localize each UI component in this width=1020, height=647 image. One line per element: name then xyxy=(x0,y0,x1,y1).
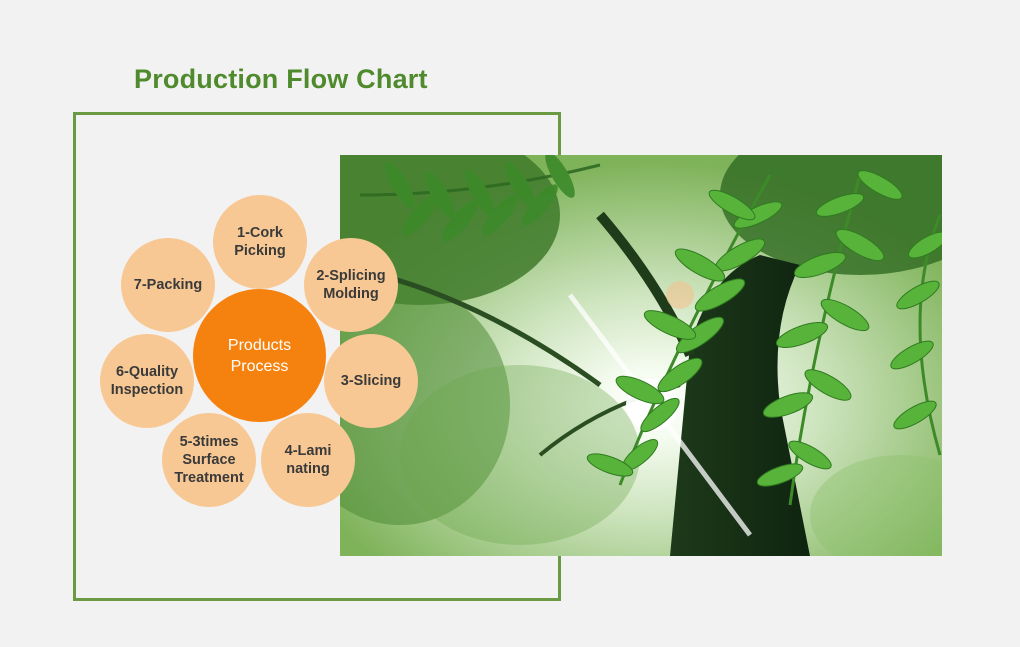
step-4-laminating: 4-Lami nating xyxy=(261,413,355,507)
step-7-packing: 7-Packing xyxy=(121,238,215,332)
page-title: Production Flow Chart xyxy=(134,64,428,94)
center-products-process: Products Process xyxy=(193,289,326,422)
tree-canopy-sunlight-photo xyxy=(340,155,942,556)
step-2-splicing-molding: 2-Splicing Molding xyxy=(304,238,398,332)
step-5-surface-treatment: 5-3times Surface Treatment xyxy=(162,413,256,507)
step-3-slicing: 3-Slicing xyxy=(324,334,418,428)
step-1-cork-picking: 1-Cork Picking xyxy=(213,195,307,289)
step-6-quality-inspection: 6-Quality Inspection xyxy=(100,334,194,428)
photo-illustration xyxy=(340,155,942,556)
